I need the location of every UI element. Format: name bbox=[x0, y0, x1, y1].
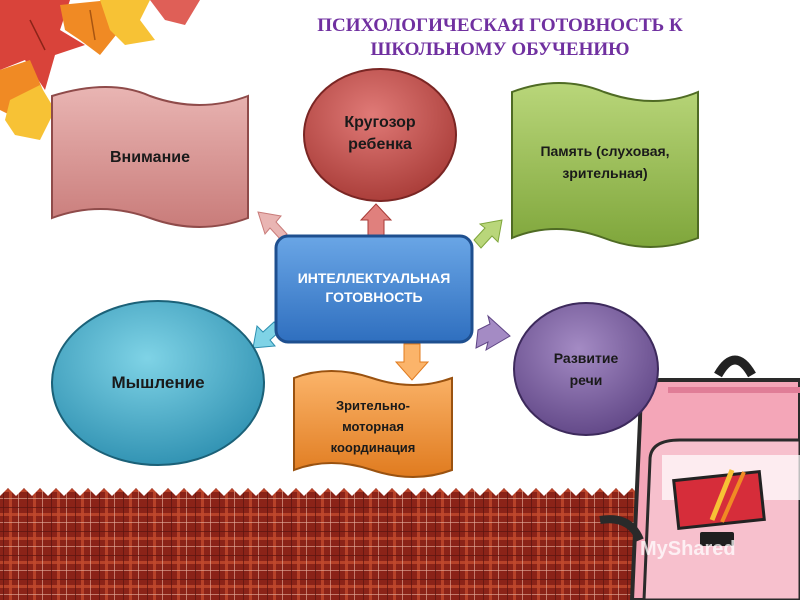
title-line-1: ПСИХОЛОГИЧЕСКАЯ ГОТОВНОСТЬ К bbox=[317, 15, 683, 36]
center-shape bbox=[274, 234, 474, 344]
outlook-line-2: ребенка bbox=[348, 136, 412, 153]
speech-line-1: Развитие bbox=[553, 350, 619, 366]
thinking-label: Мышление bbox=[70, 360, 246, 406]
center-line-1: ИНТЕЛЛЕКТУАЛЬНАЯ bbox=[297, 270, 451, 286]
memory-shape bbox=[511, 82, 699, 248]
coordination-shape bbox=[293, 370, 453, 478]
center-line-2: ГОТОВНОСТЬ bbox=[325, 289, 423, 305]
coordination-line-3: координация bbox=[330, 439, 416, 455]
thinking-text: Мышление bbox=[111, 373, 205, 392]
arrow-to-outlook bbox=[359, 203, 393, 237]
attention-shape bbox=[51, 86, 249, 228]
coordination-label: Зрительно- моторная координация bbox=[296, 384, 450, 468]
speech-line-2: речи bbox=[569, 372, 603, 388]
outlook-line-1: Кругозор bbox=[344, 114, 416, 131]
arrow-to-thinking bbox=[252, 321, 282, 349]
page-title: ПСИХОЛОГИЧЕСКАЯ ГОТОВНОСТЬ К ШКОЛЬНОМУ О… bbox=[240, 14, 760, 62]
arrow-to-memory bbox=[473, 219, 503, 249]
memory-line-1: Память (слуховая, bbox=[540, 143, 670, 159]
attention-text: Внимание bbox=[110, 149, 190, 166]
center-label: ИНТЕЛЛЕКТУАЛЬНАЯ ГОТОВНОСТЬ bbox=[276, 256, 472, 320]
arrow-to-attention bbox=[257, 211, 288, 241]
title-line-2: ШКОЛЬНОМУ ОБУЧЕНИЮ bbox=[370, 39, 630, 60]
thinking-shape bbox=[51, 300, 265, 466]
coordination-line-2: моторная bbox=[342, 418, 404, 434]
speech-shape bbox=[513, 302, 659, 436]
arrow-to-speech bbox=[475, 314, 511, 352]
attention-label: Внимание bbox=[60, 130, 240, 186]
backpack-illustration bbox=[599, 355, 800, 600]
speech-label: Развитие речи bbox=[526, 340, 646, 398]
memory-label: Память (слуховая, зрительная) bbox=[516, 132, 694, 192]
coordination-line-1: Зрительно- bbox=[335, 397, 411, 413]
memory-line-2: зрительная) bbox=[562, 165, 648, 181]
arrow-to-coordination bbox=[394, 343, 430, 381]
outlook-shape bbox=[303, 68, 457, 202]
watermark-logo: MyShared bbox=[640, 538, 736, 560]
autumn-leaves-decoration bbox=[0, 0, 200, 140]
outlook-label: Кругозор ребенка bbox=[310, 106, 450, 162]
